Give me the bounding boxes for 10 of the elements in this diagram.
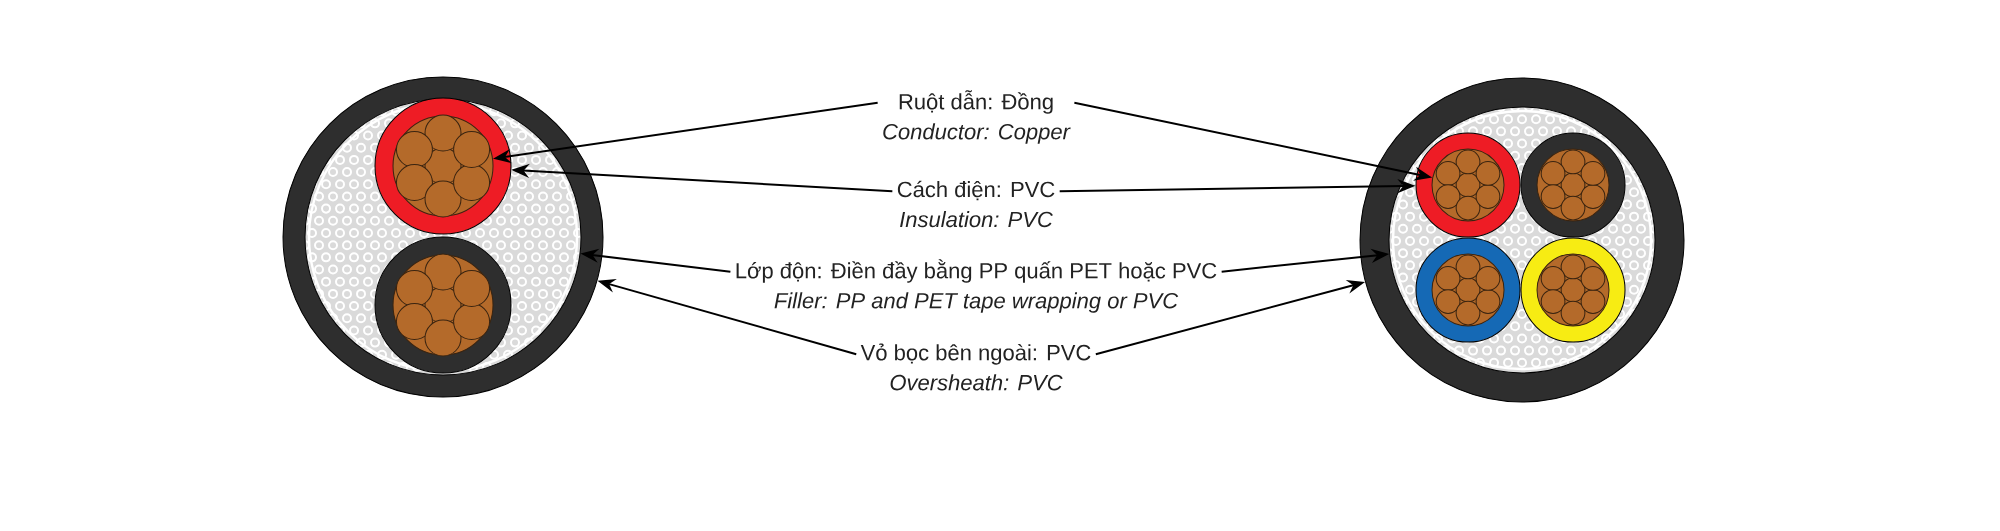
callout-label: Vỏ bọc bên ngoài: PVC Oversheath: PVC [860,343,1091,391]
conductor [1431,148,1505,222]
conductor [1431,253,1505,327]
callout-label: Ruột dẫn: Đồng Conductor: Copper [883,90,1071,144]
callout-label: Lớp độn: Điền đầy bằng PP quấn PET hoặc PVC Filler: PP and PET tape wrapping or PVC [736,259,1217,313]
callout-label: Cách điện: PVC Insulation: PVC [897,180,1055,228]
conductor [1536,253,1610,327]
conductor [392,114,494,218]
conductor [1536,148,1610,222]
conductor [392,253,494,357]
